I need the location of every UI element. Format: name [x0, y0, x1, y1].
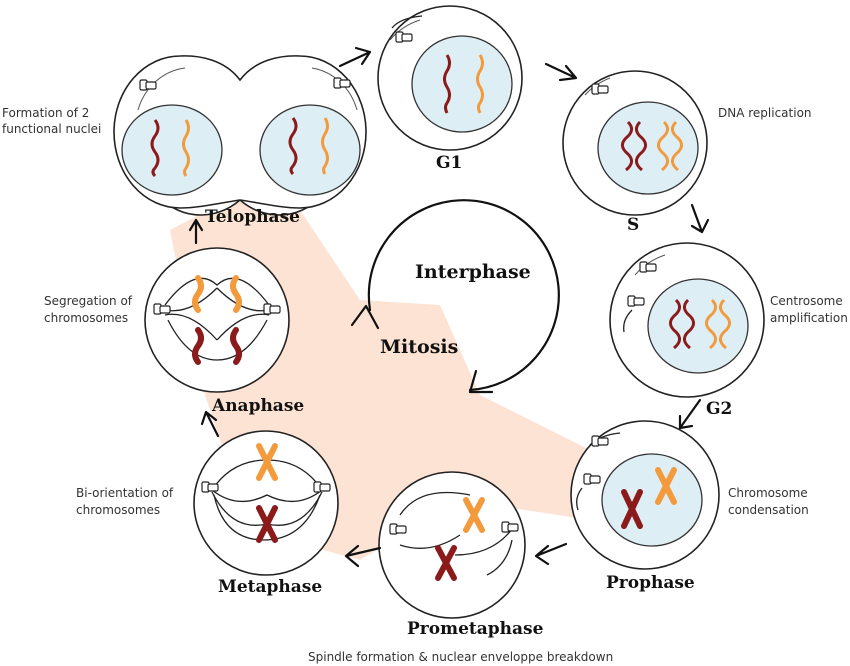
s-caption: DNA replication	[718, 106, 812, 120]
g2-caption: Centrosome amplification	[770, 294, 848, 325]
arrow-prophase-to-prometaphase	[534, 542, 568, 566]
arrow-anaphase-to-telophase	[188, 218, 204, 245]
metaphase-cell	[193, 430, 339, 576]
centrosome-icon	[333, 77, 351, 89]
g1-nucleus	[411, 35, 513, 133]
chromosome-icon	[476, 54, 484, 114]
telophase-cell	[113, 55, 367, 216]
chromosome-icon	[192, 275, 204, 313]
mitosis-label: Mitosis	[380, 336, 458, 358]
chromosome-icon	[230, 275, 242, 313]
prophase-caption: Chromosome condensation	[728, 486, 812, 517]
g1-label: G1	[436, 153, 462, 173]
s-cell	[562, 70, 708, 216]
centrosome-icon	[591, 83, 609, 95]
centrosome-icon	[263, 303, 281, 315]
arrow-g1-to-s	[544, 62, 578, 82]
interphase-label: Interphase	[415, 261, 531, 283]
centrosome-icon	[501, 521, 519, 533]
prophase-label: Prophase	[606, 573, 695, 593]
prophase-cell	[570, 420, 720, 570]
centrosome-icon	[139, 79, 157, 91]
arrow-metaphase-to-anaphase	[200, 410, 220, 438]
chromosome-icon	[288, 117, 298, 176]
chromosome-icon	[683, 298, 695, 350]
s-label: S	[627, 215, 639, 235]
centrosome-icon	[583, 473, 601, 485]
centrosome-icon	[153, 303, 171, 315]
chromosome-icon	[669, 298, 681, 350]
prometaphase-cell	[378, 471, 526, 619]
telophase-caption: Formation of 2 functional nuclei	[2, 106, 101, 136]
prometaphase-label: Prometaphase	[407, 619, 544, 639]
chromosome-icon	[256, 443, 278, 481]
anaphase-label: Anaphase	[211, 396, 304, 416]
telophase-nucleus-left	[121, 104, 223, 196]
chromosome-icon	[705, 298, 717, 350]
centrosome-icon	[395, 31, 413, 43]
g2-nucleus	[647, 278, 749, 374]
centrosome-icon	[627, 295, 645, 307]
cycle-arrowhead-top	[350, 304, 380, 330]
telophase-label: Telophase	[205, 207, 300, 227]
chromosome-icon	[671, 120, 683, 172]
centrosome-icon	[201, 481, 219, 493]
chromosome-icon	[655, 467, 677, 505]
metaphase-caption: Bi-orientation of chromosomes	[76, 486, 177, 517]
chromosome-icon	[192, 327, 204, 365]
transition-arrows	[188, 46, 710, 568]
chromosome-icon	[635, 120, 647, 172]
chromosome-icon	[182, 119, 190, 177]
chromosome-icon	[256, 505, 278, 543]
cycle-arrowhead-bottom	[468, 369, 494, 394]
telophase-nucleus-right	[259, 104, 361, 196]
anaphase-cell	[144, 247, 290, 393]
arrow-s-to-g2	[690, 203, 710, 234]
arrow-telophase-to-g1	[338, 46, 372, 68]
chromosome-icon	[435, 545, 457, 581]
centrosome-icon	[591, 435, 609, 447]
chromosome-icon	[621, 489, 643, 529]
g2-label: G2	[706, 399, 732, 419]
s-nucleus	[597, 101, 699, 195]
chromosome-icon	[463, 497, 485, 533]
arrow-g2-to-prophase	[678, 398, 702, 430]
chromosome-icon	[230, 327, 242, 365]
prometaphase-caption: Spindle formation & nuclear enveloppe br…	[308, 650, 613, 664]
centrosome-icon	[389, 523, 407, 535]
chromosome-icon	[321, 117, 329, 175]
prophase-nucleus	[601, 453, 703, 547]
chromosome-icon	[150, 119, 160, 178]
centrosome-icon	[313, 481, 331, 493]
g2-cell	[609, 242, 765, 398]
chromosome-icon	[719, 298, 731, 350]
cycle-circle	[367, 199, 560, 392]
centrosome-icon	[639, 261, 657, 273]
anaphase-caption: Segregation of chromosomes	[44, 294, 136, 325]
chromosome-icon	[621, 120, 633, 172]
chromosome-icon	[657, 120, 669, 172]
metaphase-label: Metaphase	[218, 577, 322, 597]
chromosome-icon	[443, 54, 451, 114]
arrow-prometaphase-to-metaphase	[344, 544, 382, 568]
g1-cell	[377, 5, 523, 151]
